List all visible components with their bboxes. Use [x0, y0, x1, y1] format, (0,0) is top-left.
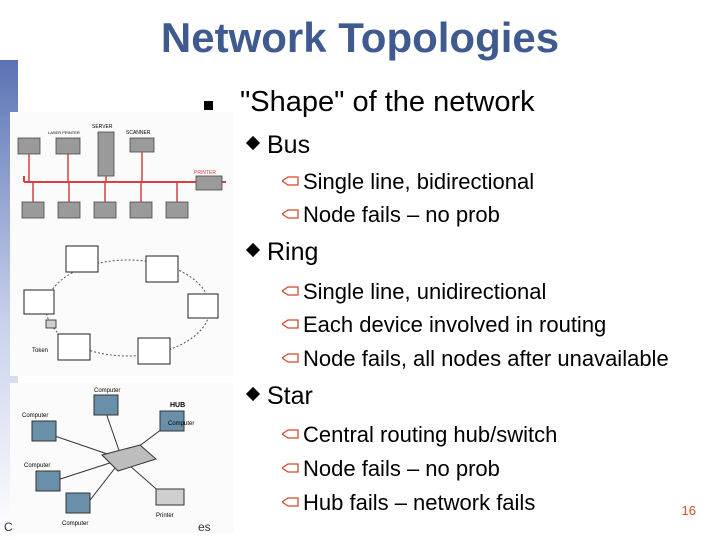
slide-title: Network Topologies — [160, 14, 560, 61]
diamond-bullet-icon — [245, 243, 261, 258]
ring-network-illustration: Token — [23, 245, 219, 365]
label-scanner: SCANNER — [126, 130, 151, 136]
label-token: Token — [32, 348, 48, 354]
ring-point-3: Node fails, all nodes after unavailable — [282, 346, 669, 372]
bus-network-illustration: SERVER LASER PRINTER SCANNER PRINTER — [17, 124, 226, 219]
pen-bullet-icon — [282, 429, 299, 439]
label-printer: PRINTER — [194, 170, 216, 176]
topology-ring: Ring — [244, 238, 318, 267]
label-computer-right: Computer — [168, 421, 194, 427]
pen-bullet-icon — [282, 463, 299, 473]
footer-right-fragment: es — [198, 520, 211, 534]
label-hub: HUB — [170, 402, 185, 409]
label-computer-top: Computer — [94, 388, 120, 394]
label-server: SERVER — [92, 124, 113, 130]
topology-star: Star — [244, 382, 313, 411]
main-bullet-text: "Shape" of the network — [240, 86, 535, 118]
ring-point-1: Single line, unidirectional — [282, 279, 546, 305]
star-point-3: Hub fails – network fails — [282, 490, 535, 516]
topology-bus: Bus — [244, 131, 310, 160]
star-network-illustration: Computer HUB Computer Computer Computer … — [22, 388, 194, 527]
diamond-bullet-icon — [245, 387, 261, 402]
label-laser-printer: LASER PRINTER — [48, 130, 80, 135]
star-point-2: Node fails – no prob — [282, 456, 500, 482]
label-computer-bottom: Computer — [62, 521, 88, 527]
ring-point-2: Each device involved in routing — [282, 312, 606, 338]
star-point-1: Central routing hub/switch — [282, 422, 557, 448]
square-bullet-icon — [204, 101, 213, 110]
pen-bullet-icon — [282, 497, 299, 507]
footer-left-fragment: C — [4, 520, 13, 534]
pen-bullet-icon — [282, 286, 299, 296]
diamond-bullet-icon — [245, 136, 261, 151]
label-computer-lower-left: Computer — [24, 463, 50, 469]
page-number: 16 — [681, 503, 696, 518]
label-printer: Printer — [156, 513, 174, 519]
pen-bullet-icon — [282, 176, 299, 186]
bus-point-1: Single line, bidirectional — [282, 169, 534, 195]
pen-bullet-icon — [282, 209, 299, 219]
bus-point-2: Node fails – no prob — [282, 202, 500, 228]
bus-topology-diagram: SERVER LASER PRINTER SCANNER PRINTER — [10, 112, 234, 234]
star-topology-diagram: Computer HUB Computer Computer Computer … — [10, 383, 234, 533]
pen-bullet-icon — [282, 319, 299, 329]
ring-topology-diagram: Token — [10, 234, 234, 376]
pen-bullet-icon — [282, 353, 299, 363]
label-computer-left: Computer — [22, 413, 48, 419]
